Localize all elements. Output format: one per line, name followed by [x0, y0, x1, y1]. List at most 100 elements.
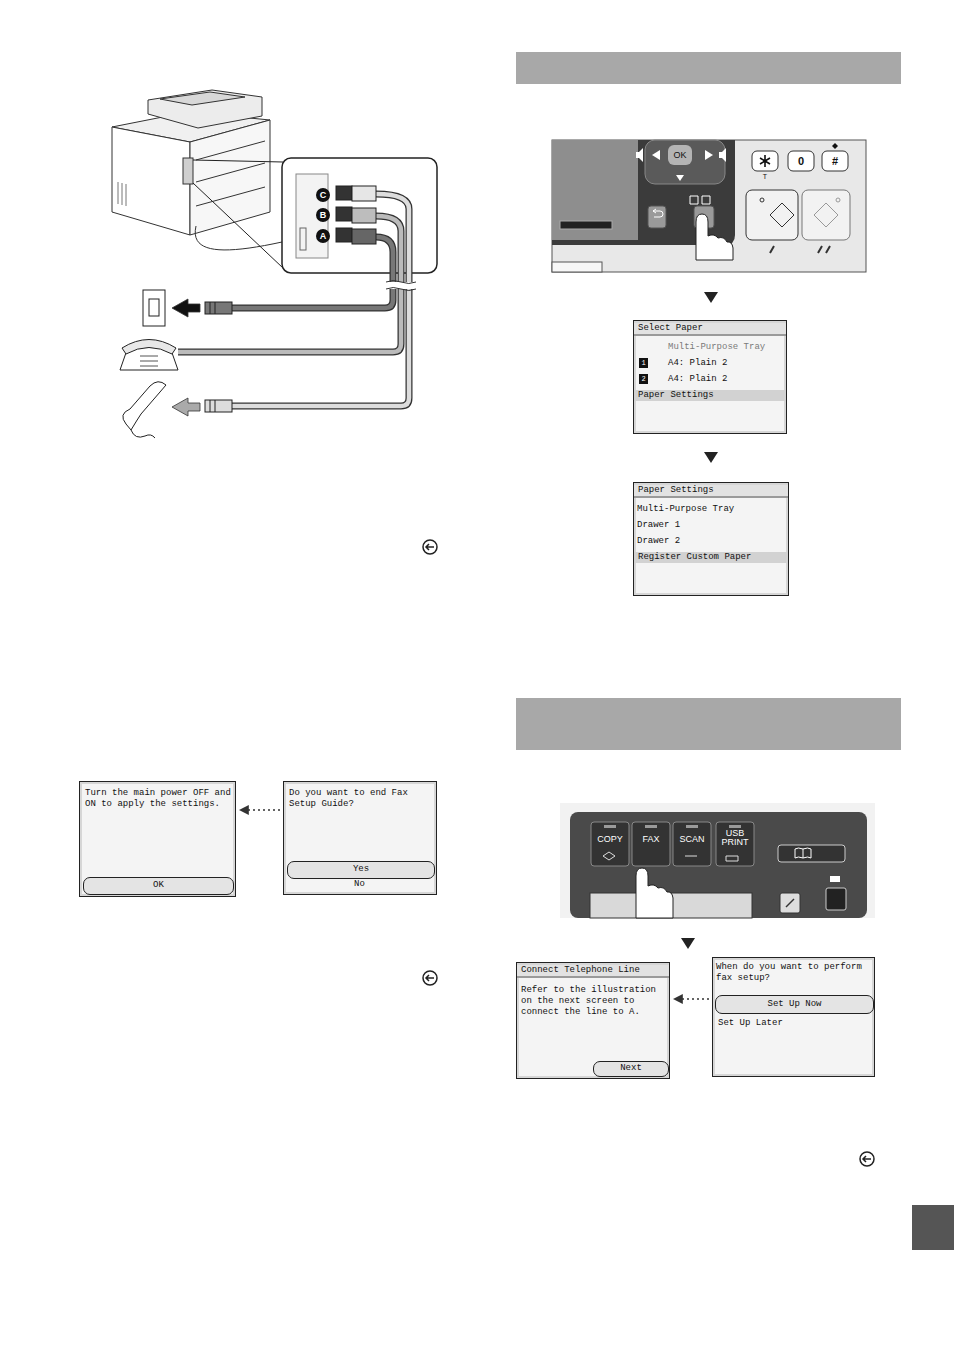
page-tab [912, 1205, 954, 1250]
plug [205, 400, 232, 412]
handset-icon [123, 382, 166, 430]
function-panel [786, 899, 794, 907]
step-triangle [704, 452, 718, 463]
drawer-number: 2 [639, 374, 648, 384]
control-panel [652, 150, 660, 160]
cable [232, 237, 393, 308]
function-panel [826, 888, 846, 910]
control-panel [690, 196, 710, 204]
cable [178, 194, 416, 406]
plug [352, 229, 376, 244]
cable [232, 194, 409, 406]
control-panel [552, 262, 602, 272]
control-panel [676, 175, 684, 181]
button-label: Yes [288, 862, 434, 877]
control-panel [802, 190, 850, 240]
screen-text: Select Paper [634, 323, 786, 336]
dotted-arrow [674, 998, 709, 999]
key-label: 0 [790, 153, 812, 169]
jack-inset [336, 186, 352, 200]
wall-jack [143, 290, 165, 326]
function-panel [673, 822, 711, 866]
jack-letter: C [316, 188, 330, 202]
continue-mark [426, 975, 434, 981]
screen-text: Drawer 1 [637, 520, 784, 531]
telephone-icon [120, 340, 178, 371]
function-panel [560, 803, 875, 918]
mode-button-label: USB PRINT [716, 829, 754, 851]
continue-mark [423, 971, 437, 985]
jack-letter: B [316, 208, 330, 222]
control-panel [653, 209, 663, 217]
function-panel [716, 822, 754, 866]
telephone-icon [122, 340, 176, 355]
screen-button: Set Up Now [715, 995, 874, 1014]
function-panel [645, 825, 657, 828]
function-panel [686, 825, 698, 828]
cable [232, 237, 393, 308]
jack-inset [282, 158, 437, 273]
control-panel [814, 203, 838, 227]
lcd-screen: Do you want to end Fax Setup Guide?NoYes [283, 781, 437, 895]
jack-inset [282, 158, 437, 273]
screen-text: Paper Settings [634, 390, 786, 401]
screen-text: Refer to the illustration on the next sc… [521, 985, 665, 1018]
printer-illustration [195, 226, 282, 250]
wall-jack [149, 299, 159, 316]
lcd-screen: Paper SettingsMulti-Purpose TrayDrawer 1… [633, 482, 789, 596]
printer-illustration [118, 182, 126, 206]
control-panel [822, 151, 848, 171]
handset-icon [123, 382, 166, 438]
screen-button: OK [83, 877, 234, 895]
control-panel [760, 155, 770, 167]
continue-mark [860, 1152, 874, 1166]
step-triangle [704, 292, 718, 303]
continue-mark [426, 544, 434, 550]
direction-arrow [172, 398, 200, 416]
button-label: Next [594, 1062, 668, 1075]
function-panel [830, 876, 840, 882]
cable [386, 281, 416, 291]
function-panel [560, 803, 875, 918]
screen-text: Turn the main power OFF and ON to apply … [85, 788, 231, 810]
mode-button-label: SCAN [673, 834, 711, 846]
button-label: Set Up Now [716, 996, 873, 1012]
screen-button: Next [593, 1061, 669, 1077]
function-panel [780, 893, 800, 913]
control-panel [770, 203, 794, 227]
printer-illustration [112, 90, 283, 268]
screen-text: A4: Plain 2 [668, 374, 782, 385]
plug [210, 302, 215, 412]
lcd-screen: When do you want to perform fax setup?Se… [712, 957, 875, 1077]
screen-text: Multi-Purpose Tray [637, 504, 784, 515]
function-panel [632, 822, 670, 866]
section-band [516, 52, 901, 750]
jack-letter: A [316, 229, 330, 243]
control-panel [696, 214, 733, 260]
continue-mark [423, 540, 874, 1166]
control-panel [552, 140, 866, 272]
control-panel [746, 190, 798, 240]
screen-text: Paper Settings [634, 485, 788, 498]
control-panel [752, 151, 778, 171]
dotted-arrow [240, 809, 280, 810]
screen-text: Do you want to end Fax Setup Guide? [289, 788, 432, 810]
lcd-screen: Select PaperMulti-Purpose TrayA4: Plain … [633, 320, 787, 434]
continue-mark [423, 540, 437, 554]
jack-inset [336, 228, 352, 242]
printer-illustration [193, 160, 283, 268]
plug [352, 208, 376, 223]
control-panel [552, 140, 638, 240]
control-panel [788, 151, 814, 171]
function-panel [778, 845, 845, 862]
screen-text: Drawer 2 [637, 536, 784, 547]
control-panel [648, 206, 666, 228]
screen-text: A4: Plain 2 [668, 358, 782, 369]
plug [205, 186, 376, 412]
control-panel [552, 140, 866, 272]
jack-inset [300, 228, 306, 250]
function-panel [603, 852, 738, 861]
